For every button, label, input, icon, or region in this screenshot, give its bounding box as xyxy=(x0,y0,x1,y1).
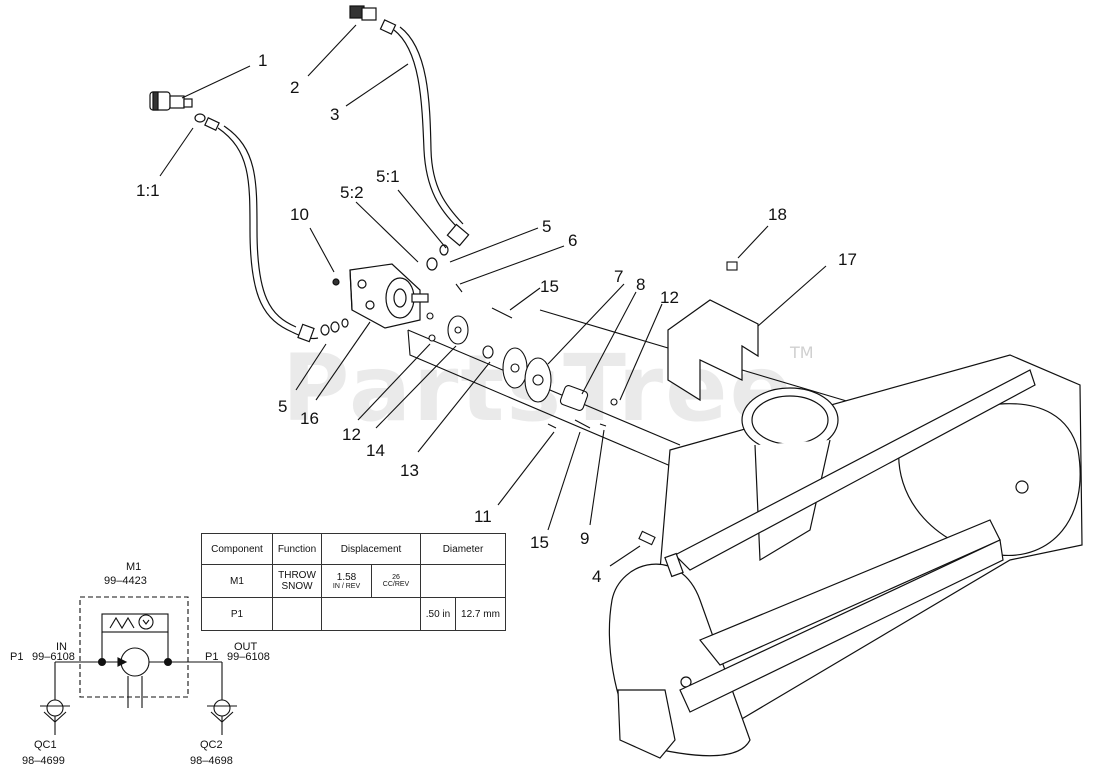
header-component: Component xyxy=(201,533,273,565)
cell-disp-in-unit: IN / REV xyxy=(332,583,361,590)
leader-lines xyxy=(159,24,827,567)
callout-17: 17 xyxy=(838,250,857,269)
cell-function-line2: SNOW xyxy=(281,581,313,592)
callout-labels: 1 1:1 2 3 10 5:2 5:1 5 6 15 7 8 12 18 17… xyxy=(136,51,857,586)
cell-function: THROW SNOW xyxy=(272,564,322,598)
schematic-qc1: QC1 xyxy=(34,739,57,751)
cell-disp-cc-value: 26 xyxy=(392,574,400,581)
callout-6: 6 xyxy=(568,231,577,250)
cell-disp-cc-unit: CC/REV xyxy=(382,581,410,588)
callout-14: 14 xyxy=(366,441,385,460)
schematic-m1-part: 99–4423 xyxy=(104,575,147,587)
callout-5-1: 5:1 xyxy=(376,167,400,186)
callout-4: 4 xyxy=(592,567,601,586)
cell-diameter xyxy=(420,564,506,598)
header-displacement: Displacement xyxy=(321,533,421,565)
hose-assembly-1[interactable] xyxy=(149,91,349,343)
table-header-row: Component Function Displacement Diameter xyxy=(201,533,506,565)
cell-dia-in: .50 in xyxy=(420,597,456,631)
hydraulic-schematic xyxy=(40,596,237,735)
callout-3: 3 xyxy=(330,105,339,124)
schematic-labels: M1 99–4423 IN P1 99–6108 OUT P1 99–6108 … xyxy=(10,561,270,767)
watermark-tm: TM xyxy=(789,343,814,362)
schematic-in-part: 99–6108 xyxy=(32,651,75,663)
callout-11: 11 xyxy=(474,507,492,526)
schematic-qc2: QC2 xyxy=(200,739,223,751)
callout-16: 16 xyxy=(300,409,319,428)
schematic-in-p1: P1 xyxy=(10,651,23,663)
cell-component: M1 xyxy=(201,564,273,598)
callout-15-top: 15 xyxy=(540,277,559,296)
callout-1: 1 xyxy=(258,51,267,70)
schematic-qc2-part: 98–4698 xyxy=(190,755,233,767)
table-row: P1 .50 in 12.7 mm xyxy=(201,597,507,631)
hydraulic-motor[interactable] xyxy=(332,263,429,329)
schematic-m1: M1 xyxy=(126,561,141,573)
callout-12-left: 12 xyxy=(342,425,361,444)
callout-18: 18 xyxy=(768,205,787,224)
cell-function-line1: THROW xyxy=(278,570,316,581)
callout-7: 7 xyxy=(614,267,623,286)
callout-5-top: 5 xyxy=(542,217,551,236)
auger-housing xyxy=(608,299,1083,759)
callout-5-2: 5:2 xyxy=(340,183,364,202)
cell-displacement xyxy=(321,597,421,631)
schematic-out-label: OUT xyxy=(234,641,258,653)
schematic-qc1-part: 98–4699 xyxy=(22,755,65,767)
callout-12-right: 12 xyxy=(660,288,679,307)
hose-assembly-2[interactable] xyxy=(349,5,470,271)
callout-13: 13 xyxy=(400,461,419,480)
header-diameter: Diameter xyxy=(420,533,506,565)
cell-disp-in: 1.58 IN / REV xyxy=(320,564,373,598)
cell-disp-cc: 26 CC/REV xyxy=(371,564,421,598)
table-row: M1 THROW SNOW 1.58 IN / REV 26 CC/REV xyxy=(201,564,506,598)
callout-9: 9 xyxy=(580,529,589,548)
callout-5-bottom: 5 xyxy=(278,397,287,416)
callout-15-bottom: 15 xyxy=(530,533,549,552)
schematic-in-label: IN xyxy=(56,641,67,653)
callout-8: 8 xyxy=(636,275,645,294)
header-function: Function xyxy=(272,533,322,565)
coupling-parts[interactable] xyxy=(426,261,738,546)
cell-disp-in-value: 1.58 xyxy=(336,572,357,583)
cell-dia-mm: 12.7 mm xyxy=(454,597,507,631)
callout-2: 2 xyxy=(290,78,299,97)
callout-10: 10 xyxy=(290,205,309,224)
cell-component: P1 xyxy=(201,597,273,631)
callout-1-1: 1:1 xyxy=(136,181,160,200)
spec-table: Component Function Displacement Diameter… xyxy=(201,533,507,631)
schematic-out-p1: P1 xyxy=(205,651,218,663)
schematic-out-part: 99–6108 xyxy=(227,651,270,663)
cell-function xyxy=(272,597,322,631)
